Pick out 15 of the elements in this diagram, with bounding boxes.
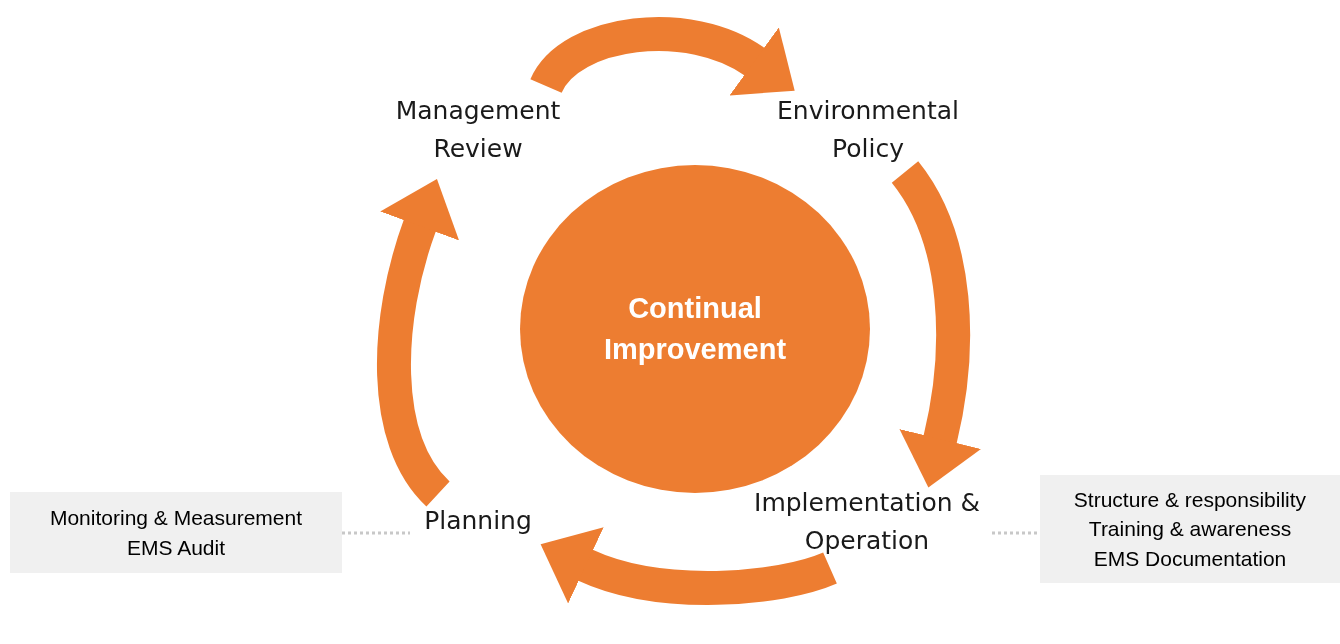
circle-title: Continual Improvement	[602, 291, 788, 367]
list-item: Training & awareness	[1088, 516, 1292, 543]
list-item: EMS Audit	[126, 534, 226, 561]
dotted-connector	[342, 531, 410, 535]
list-item: Monitoring & Measurement	[49, 505, 303, 532]
stage-label: Environmental Policy	[776, 95, 960, 165]
curved-arrow	[539, 526, 836, 605]
stage-label: Planning	[424, 505, 532, 537]
stage-label: Management Review	[394, 95, 562, 165]
list-item: EMS Documentation	[1093, 545, 1287, 572]
list-item: Structure & responsibility	[1073, 486, 1307, 513]
curved-arrow	[891, 162, 982, 488]
stage-label: Implementation & Operation	[753, 487, 981, 557]
info-panel	[10, 492, 342, 573]
dotted-connector	[992, 531, 1040, 535]
